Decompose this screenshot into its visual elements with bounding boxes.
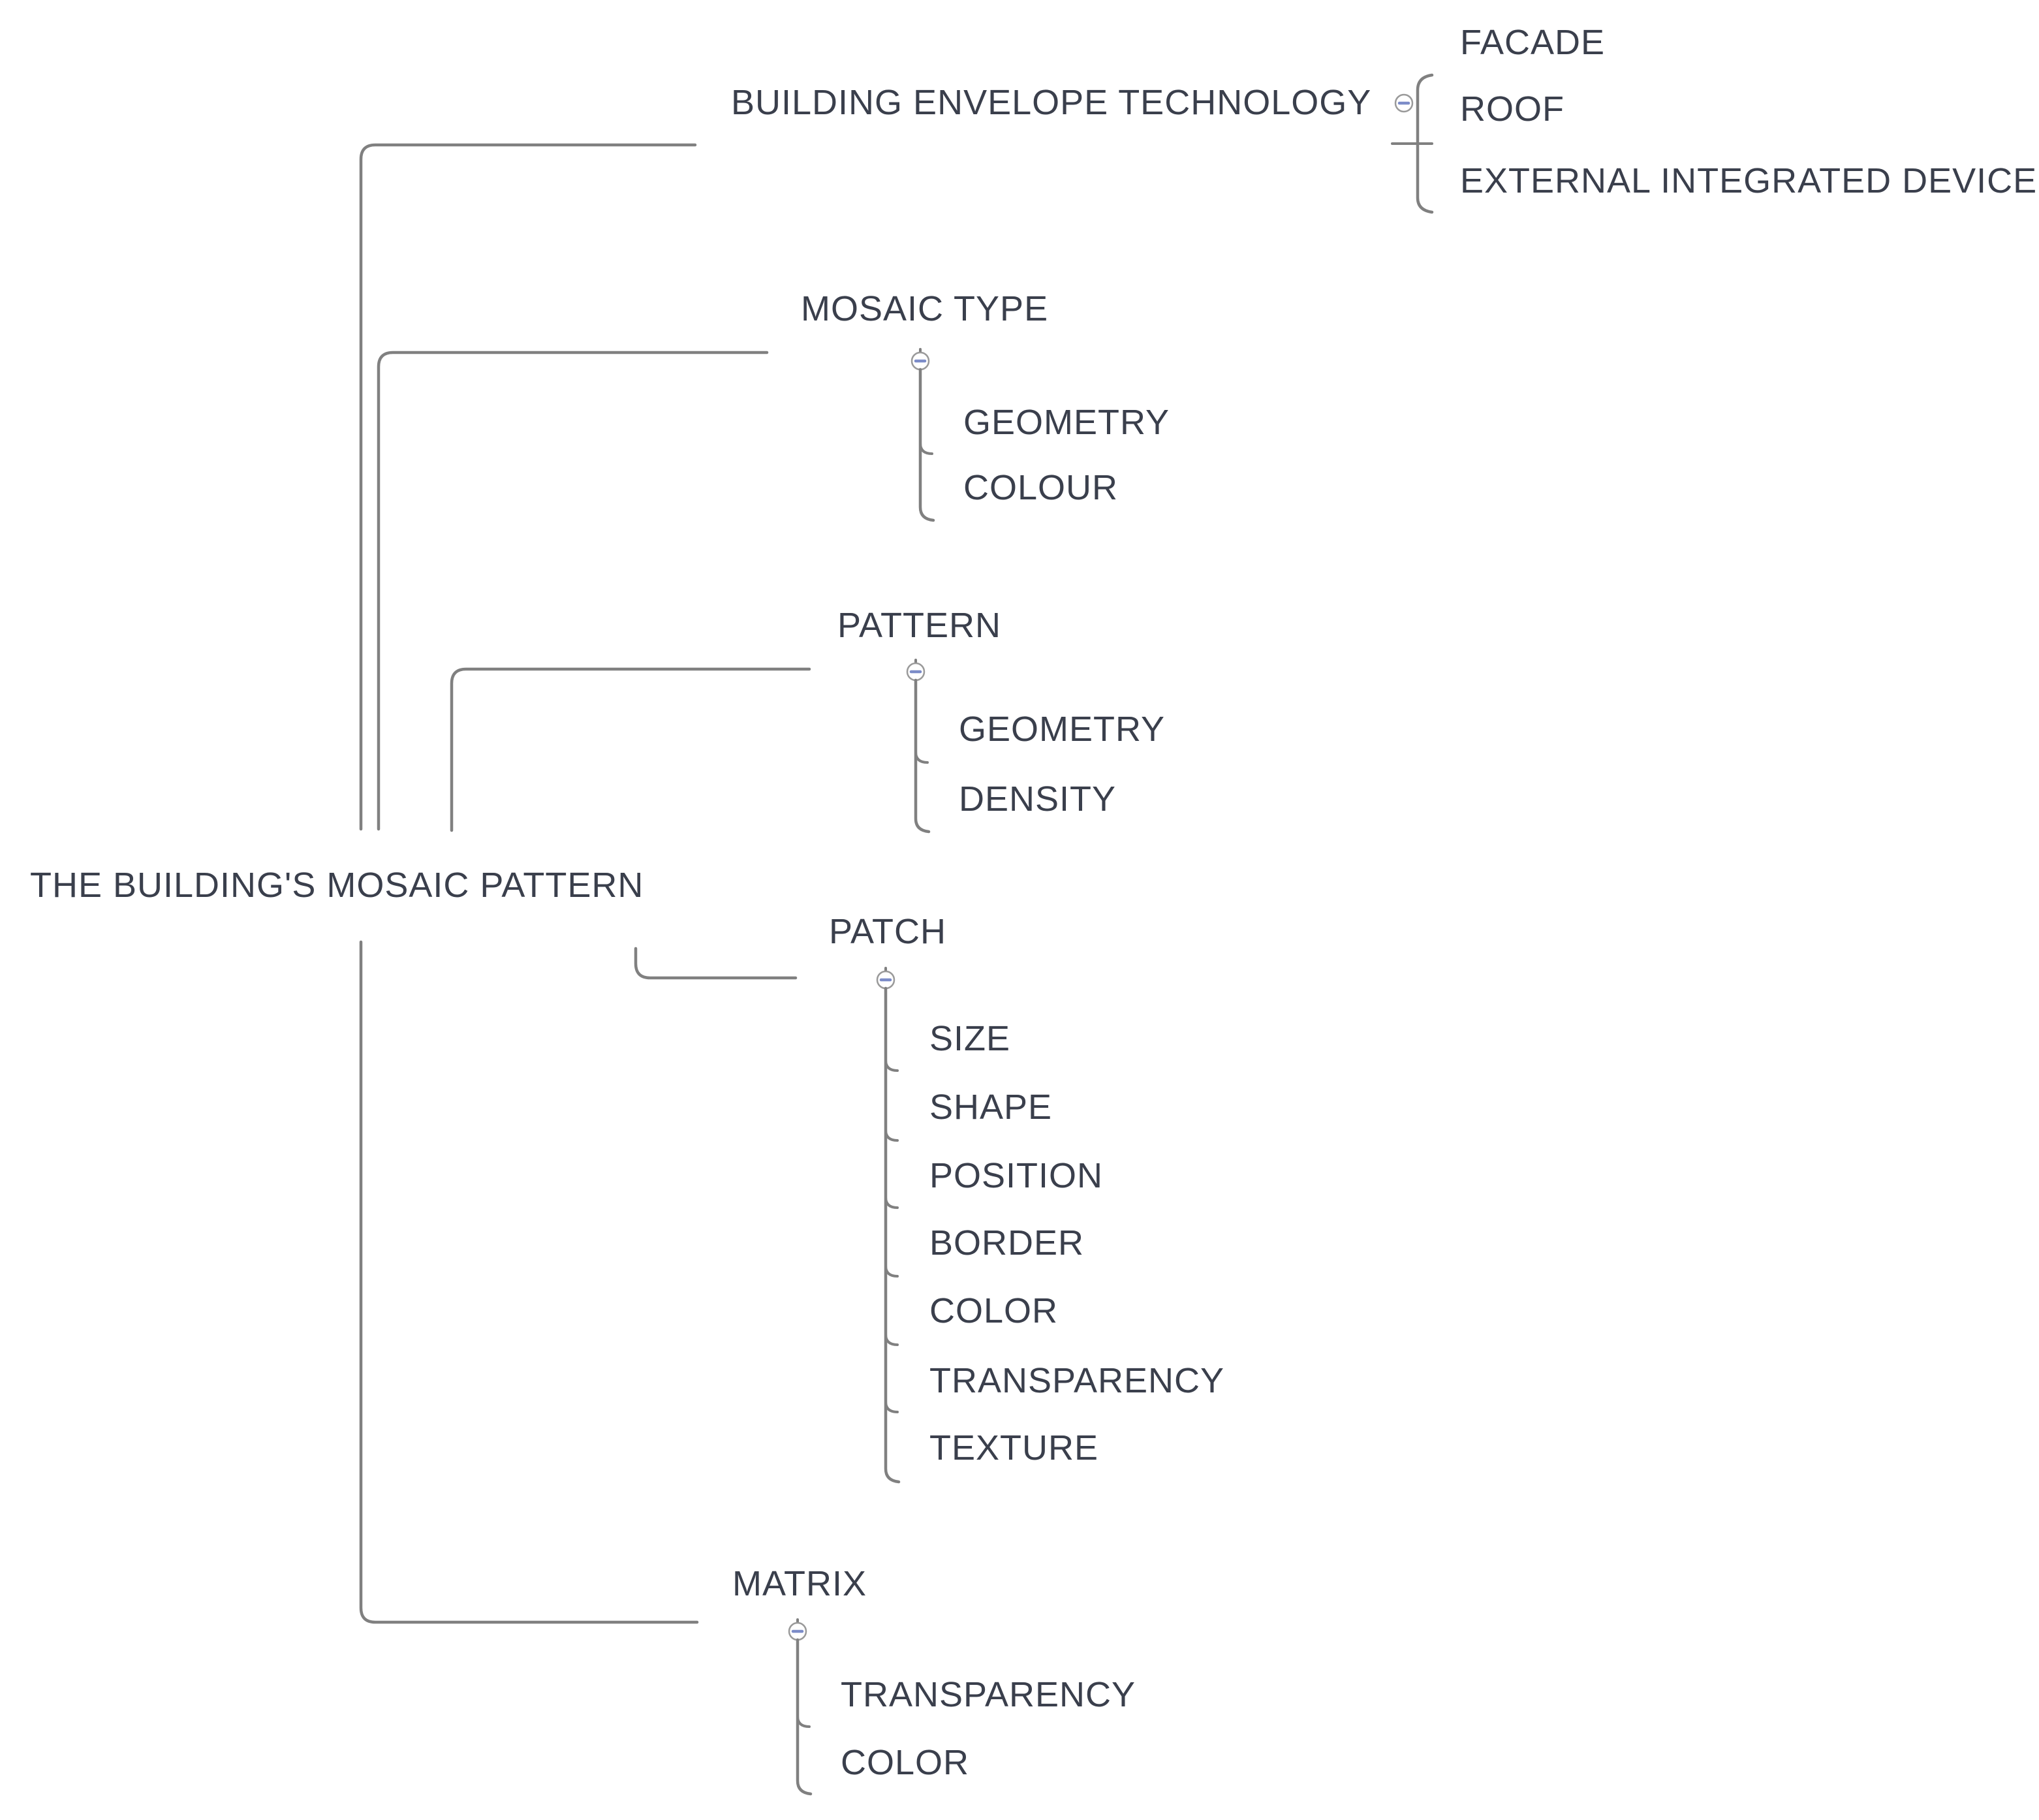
child-tick-position — [884, 1196, 899, 1209]
connector-root-to-building-envelope-technology — [359, 143, 697, 831]
branch-label-pattern[interactable]: PATTERN — [837, 606, 1001, 645]
collapse-toggle-mosaic-type[interactable] — [911, 348, 930, 371]
child-tick-color — [884, 1333, 899, 1346]
collapse-toggle-patch[interactable] — [876, 967, 895, 990]
child-tick-geometry-2 — [914, 751, 929, 764]
connector-root-to-mosaic-type — [377, 351, 769, 831]
children-bracket-mosaic-type — [918, 368, 935, 522]
child-tick-size — [884, 1059, 899, 1072]
branch-label-matrix[interactable]: MATRIX — [732, 1564, 867, 1603]
children-bracket-matrix — [796, 1638, 813, 1796]
child-label-color[interactable]: COLOR — [929, 1291, 1058, 1330]
connector-root-to-pattern — [450, 667, 811, 832]
child-label-density[interactable]: DENSITY — [959, 779, 1116, 819]
branch-label-mosaic-type[interactable]: MOSAIC TYPE — [801, 289, 1048, 328]
child-label-facade[interactable]: FACADE — [1460, 23, 1605, 62]
child-tick-border — [884, 1264, 899, 1278]
child-tick-geometry — [919, 442, 933, 455]
collapse-toggle-matrix[interactable] — [788, 1618, 807, 1641]
collapse-toggle-pattern[interactable] — [906, 659, 926, 682]
child-tick-transparency-2 — [796, 1715, 811, 1728]
child-label-color-2[interactable]: COLOR — [841, 1743, 969, 1782]
collapse-toggle-building-envelope-technology[interactable] — [1394, 93, 1414, 113]
child-label-transparency-2[interactable]: TRANSPARENCY — [841, 1675, 1136, 1714]
child-tick-transparency — [884, 1400, 899, 1413]
connector-root-to-matrix — [359, 940, 699, 1624]
child-label-position[interactable]: POSITION — [929, 1156, 1103, 1195]
connector-root-to-patch — [634, 947, 798, 980]
child-label-size[interactable]: SIZE — [929, 1019, 1010, 1058]
child-label-border[interactable]: BORDER — [929, 1223, 1084, 1263]
branch-label-patch[interactable]: PATCH — [829, 912, 946, 951]
branch-label-building-envelope-technology[interactable]: BUILDING ENVELOPE TECHNOLOGY — [731, 83, 1371, 122]
child-label-geometry-2[interactable]: GEOMETRY — [959, 710, 1165, 749]
child-label-geometry[interactable]: GEOMETRY — [963, 403, 1170, 442]
child-label-transparency[interactable]: TRANSPARENCY — [929, 1361, 1224, 1400]
child-label-texture[interactable]: TEXTURE — [929, 1428, 1098, 1467]
children-bracket-patch — [884, 986, 901, 1484]
child-label-shape[interactable]: SHAPE — [929, 1088, 1052, 1127]
child-label-external-integrated-device[interactable]: EXTERNAL INTEGRATED DEVICE — [1460, 161, 2037, 200]
child-tick-shape — [884, 1129, 899, 1142]
child-label-colour[interactable]: COLOUR — [963, 468, 1118, 507]
root-node-label[interactable]: THE BUILDING'S MOSAIC PATTERN — [30, 866, 644, 905]
children-bracket-pattern — [914, 678, 931, 834]
child-label-roof[interactable]: ROOF — [1460, 89, 1564, 129]
